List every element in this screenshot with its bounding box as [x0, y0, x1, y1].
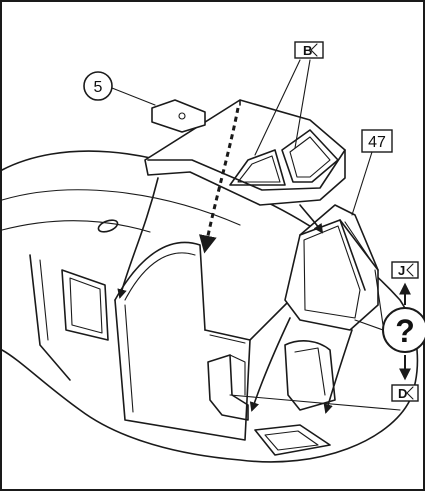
- overhead-canopy: [144, 99, 346, 206]
- arrow-canopy-left: [117, 177, 159, 299]
- arrow-windscreen-left: [249, 317, 291, 412]
- svg-text:47: 47: [368, 134, 386, 151]
- arrow-windscreen-right: [323, 329, 353, 414]
- cockpit-frame: [114, 241, 301, 344]
- chin-window: [254, 424, 331, 456]
- skylight-left: [229, 149, 286, 186]
- decal-box-b: B: [254, 41, 324, 156]
- svg-text:?: ?: [395, 313, 415, 349]
- svg-text:5: 5: [94, 79, 103, 96]
- fuselage-port: [97, 219, 119, 233]
- side-window-left: [61, 269, 109, 341]
- cockpit-seats: [207, 340, 336, 421]
- assembly-arrows: [117, 107, 353, 414]
- windscreen-canopy: [284, 204, 379, 331]
- callout-canopy-47: 47: [351, 129, 393, 216]
- svg-text:J: J: [398, 263, 405, 278]
- fuselage: [1, 150, 419, 463]
- arrow-canopy-right: [299, 204, 324, 234]
- svg-text:B: B: [303, 43, 312, 58]
- arrow-canopy-dashed: [199, 107, 240, 254]
- seat-right: [284, 340, 336, 411]
- svg-text:D: D: [398, 386, 407, 401]
- seat-left: [207, 354, 249, 421]
- optional-parts-indicator: J ? D: [354, 261, 425, 402]
- callout-part-5: 5: [83, 71, 156, 106]
- skylight-right: [281, 129, 339, 183]
